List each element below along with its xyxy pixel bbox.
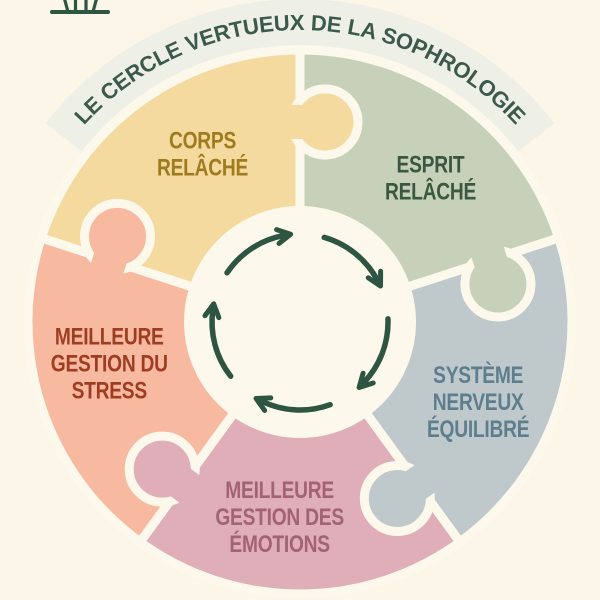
puzzle-tab-neck-meilleure-gestion-des-emotions [152, 455, 211, 511]
plant-icon [50, 0, 110, 14]
cycle-arrow [321, 234, 384, 289]
title-band [45, 0, 555, 152]
puzzle-tab-neck-systeme-nerveux-equilibre [387, 457, 446, 513]
cycle-arrow [202, 301, 234, 379]
puzzle-tab-neck-meilleure-gestion-du-stress [86, 231, 134, 287]
center-circle [184, 206, 416, 438]
cycle-arrow [224, 227, 294, 276]
puzzle-tab-neck-esprit-relache [467, 234, 515, 290]
cycle-arrow [253, 395, 333, 413]
cycle-arrows-icon [202, 227, 391, 413]
cycle-arrow [356, 316, 391, 390]
puzzle-tabs [80, 84, 536, 536]
